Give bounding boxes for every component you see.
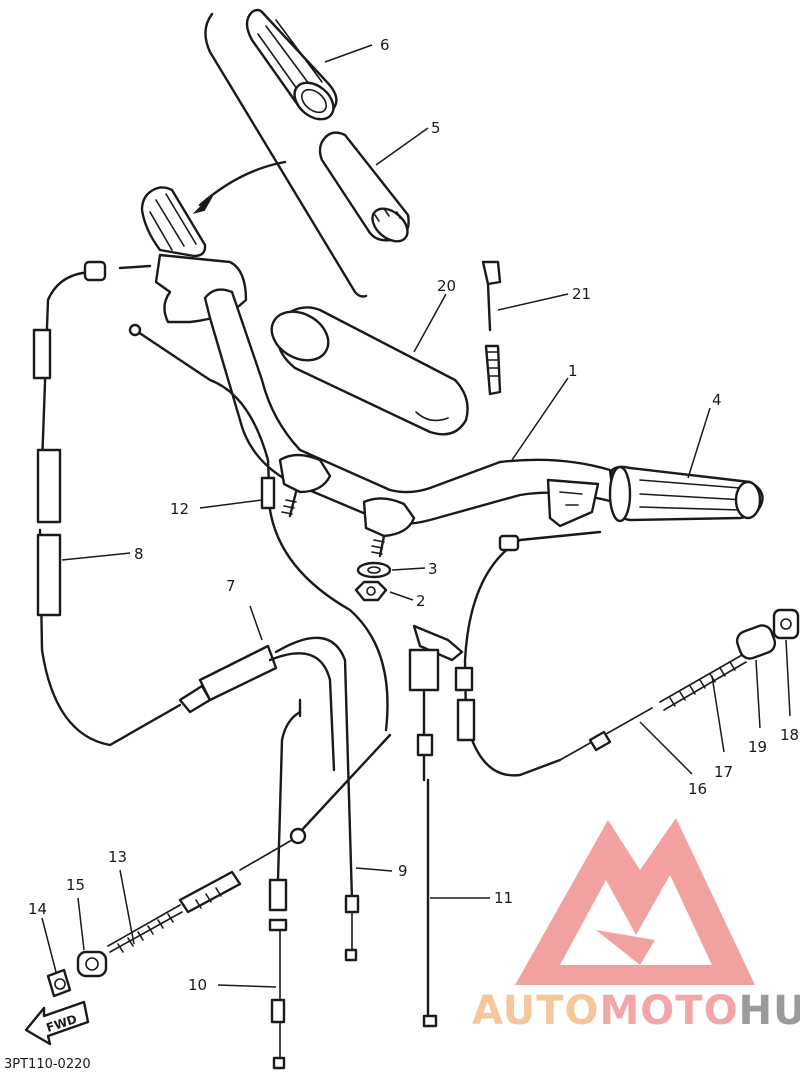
- grip-pad-20: [270, 306, 469, 436]
- callout-3: 3: [428, 560, 438, 578]
- cable-10: [268, 698, 302, 1070]
- cable-16: [454, 530, 653, 777]
- grip-sleeve-5: [318, 131, 410, 243]
- watermark-logo-icon: [515, 818, 755, 985]
- callout-10: 10: [188, 976, 207, 994]
- leader-lines: [41, 44, 791, 988]
- grip-6: [245, 8, 338, 121]
- callout-8: 8: [134, 545, 144, 563]
- drawing-code: 3PT110-0220: [4, 1057, 91, 1072]
- callout-11: 11: [494, 889, 513, 907]
- callout-numbers: 6 5 20 21 1 4 12 8 3 7 2 18 19 17 16 13 …: [28, 36, 799, 994]
- brand-hub: HUB: [739, 988, 800, 1034]
- callout-19: 19: [748, 738, 767, 756]
- callout-17: 17: [714, 763, 733, 781]
- callout-1: 1: [568, 362, 578, 380]
- callout-18: 18: [780, 726, 799, 744]
- clamp-upper-left: [278, 453, 332, 518]
- callout-5: 5: [431, 119, 441, 137]
- adjuster-18: [772, 608, 800, 640]
- spring-13: [107, 870, 242, 953]
- cable-8: [32, 260, 278, 747]
- brand-moto: MOTO: [600, 988, 739, 1034]
- cable-11: [408, 624, 464, 1028]
- nut-2: [354, 580, 388, 602]
- callout-21: 21: [572, 285, 591, 303]
- callout-2: 2: [416, 592, 426, 610]
- cable-12: [128, 323, 392, 871]
- callout-9: 9: [398, 862, 408, 880]
- boot-19: [735, 624, 777, 660]
- fwd-arrow-icon: FWD: [24, 1000, 90, 1046]
- svg-text:AUTOMOTOHUB: AUTOMOTOHUB: [472, 988, 800, 1034]
- spring-17: [659, 654, 747, 711]
- callout-4: 4: [712, 391, 722, 409]
- callout-20: 20: [437, 277, 456, 295]
- strap-21: [481, 260, 502, 396]
- washer-3: [356, 561, 392, 579]
- brand-auto: AUTO: [472, 988, 600, 1034]
- callout-6: 6: [380, 36, 390, 54]
- boot-15: [76, 950, 108, 978]
- clamp-upper-right: [362, 497, 416, 558]
- cable-7: [268, 636, 360, 962]
- watermark-brand: AUTOMOTOHUB: [472, 988, 800, 1034]
- callout-13: 13: [108, 848, 127, 866]
- adjuster-14: [46, 968, 72, 998]
- callout-14: 14: [28, 900, 47, 918]
- callout-16: 16: [688, 780, 707, 798]
- callout-7: 7: [226, 577, 236, 595]
- grip-4: [608, 465, 764, 523]
- callout-15: 15: [66, 876, 85, 894]
- callout-12: 12: [170, 500, 189, 518]
